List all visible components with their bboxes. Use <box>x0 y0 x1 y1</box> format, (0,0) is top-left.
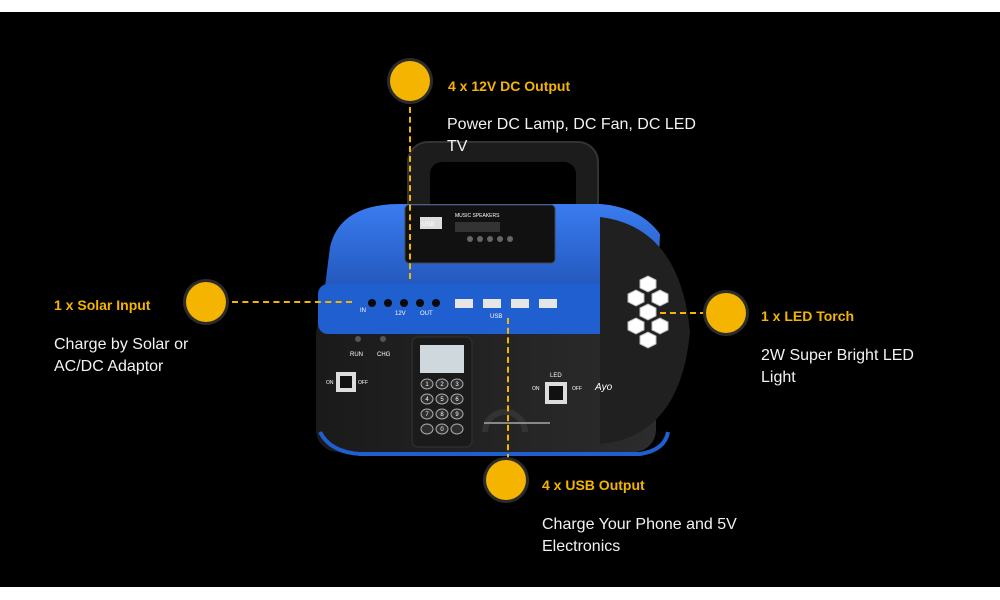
left-switch-off-label: OFF <box>358 380 368 386</box>
brand-logo: Ayo <box>594 382 613 393</box>
dc-12v-label: 12V <box>395 311 406 317</box>
led-torch-description: 2W Super Bright LED Light <box>761 347 914 386</box>
keypad-key <box>420 423 434 435</box>
usb-output-connector <box>507 318 509 460</box>
keypad-key <box>420 408 434 420</box>
keypad-key-label: 6 <box>455 397 459 403</box>
keypad-key-label: 9 <box>455 412 459 418</box>
usb-output-description: Charge Your Phone and 5V Electronics <box>542 516 737 555</box>
keypad-key-label: 5 <box>440 397 444 403</box>
chg-label: CHG <box>377 352 391 358</box>
keypad-key <box>420 378 434 390</box>
right-switch-off-label: OFF <box>572 386 582 392</box>
usb-strip-label: USB <box>490 314 502 320</box>
keypad-key-label: 1 <box>425 382 429 388</box>
usb-output-marker <box>486 460 526 500</box>
solar-input-marker <box>186 282 226 322</box>
keypad-key-label: 3 <box>455 382 459 388</box>
keypad-key-label: 7 <box>425 412 429 418</box>
run-label: RUN <box>350 352 363 358</box>
led-torch-connector <box>660 312 706 314</box>
music-panel-usb-label: USB <box>422 222 434 228</box>
dc-out-label: OUT <box>420 311 433 317</box>
keypad: 1 2 3 4 5 6 7 8 9 0 <box>420 378 464 435</box>
keypad-key <box>450 423 464 435</box>
dc-output-marker <box>390 61 430 101</box>
keypad-key <box>450 393 464 405</box>
keypad-key <box>435 393 449 405</box>
led-switch-label: LED <box>550 373 562 379</box>
music-speakers-label: MUSIC SPEAKERS <box>455 213 500 219</box>
dc-output-connector <box>409 107 411 279</box>
usb-output-title: 4 x USB Output <box>542 477 645 493</box>
keypad-key <box>435 408 449 420</box>
dc-output-description: Power DC Lamp, DC Fan, DC LED TV <box>447 116 696 155</box>
keypad-key <box>450 378 464 390</box>
dc-output-title: 4 x 12V DC Output <box>448 78 571 94</box>
keypad-key <box>435 378 449 390</box>
keypad-key <box>450 408 464 420</box>
keypad-key-label: 2 <box>440 382 444 388</box>
portable-power-station-illustration: USB MUSIC SPEAKERS IN 12V OUT USB RUN CH… <box>316 141 690 456</box>
left-switch-on-label: ON <box>326 380 334 386</box>
keypad-key-label: 4 <box>425 397 429 403</box>
keypad-key-label: 0 <box>440 427 444 433</box>
product-infographic: USB MUSIC SPEAKERS IN 12V OUT USB RUN CH… <box>0 12 1000 587</box>
led-torch-marker <box>706 293 746 333</box>
led-torch-title: 1 x LED Torch <box>761 308 855 324</box>
solar-input-connector <box>232 301 352 303</box>
solar-input-description: Charge by Solar or AC/DC Adaptor <box>54 336 189 375</box>
keypad-key <box>420 393 434 405</box>
in-port-label: IN <box>360 308 366 314</box>
solar-input-title: 1 x Solar Input <box>54 297 151 313</box>
keypad-key-label: 8 <box>440 412 444 418</box>
right-switch-on-label: ON <box>532 386 540 392</box>
keypad-key <box>435 423 449 435</box>
